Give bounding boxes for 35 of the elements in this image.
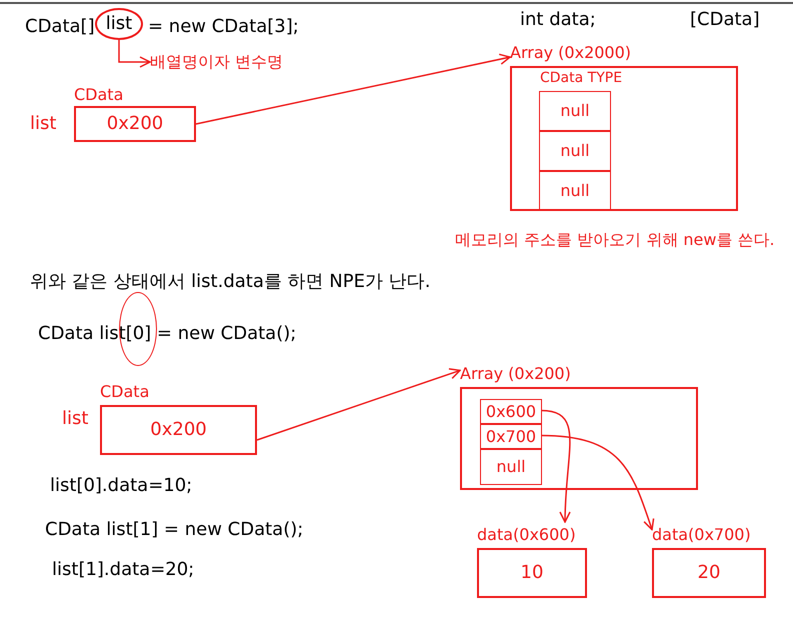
type-caption: CData TYPE — [540, 69, 622, 88]
code-line: CData list[1] = new CData(); — [45, 518, 304, 542]
arrow — [118, 40, 151, 68]
array-cell: null — [539, 171, 611, 211]
arrow — [540, 410, 571, 523]
arrow — [256, 368, 461, 441]
reference-box: 0x200 — [74, 106, 196, 142]
reference-box: 20 — [652, 548, 766, 598]
circled-word: list — [95, 8, 143, 40]
code-line: int data; — [520, 8, 596, 32]
array-cell: null — [539, 131, 611, 171]
code-line: 위와 같은 상태에서 list.data를 하면 NPE가 난다. — [30, 270, 430, 294]
type-heading: data(0x600) — [477, 524, 576, 546]
code-line: list[0].data=10; — [50, 474, 192, 498]
type-heading: CData — [100, 380, 150, 402]
reference-box: 10 — [477, 548, 587, 598]
note-text: 메모리의 주소를 받아오기 위해 new를 쓴다. — [455, 229, 775, 251]
array-cell: 0x700 — [480, 424, 542, 449]
code-line: CData[] — [25, 15, 95, 39]
variable-name: list — [30, 112, 56, 136]
type-heading: CData — [74, 84, 124, 106]
variable-name: list — [62, 407, 88, 431]
code-line: [CData] — [690, 8, 760, 32]
array-cell: null — [539, 91, 611, 131]
arrow — [540, 434, 654, 530]
array-cell: null — [480, 449, 542, 485]
annotation-text: 배열명이자 변수명 — [150, 48, 300, 76]
array-heading: Array (0x200) — [460, 362, 571, 384]
arrow — [196, 54, 511, 125]
code-line: list[1].data=20; — [52, 558, 194, 582]
array-heading: Array (0x2000) — [510, 42, 632, 64]
code-line: = new CData[3]; — [148, 15, 299, 39]
type-heading: data(0x700) — [652, 524, 751, 546]
array-cell: 0x600 — [480, 399, 542, 424]
reference-box: 0x200 — [100, 405, 257, 455]
